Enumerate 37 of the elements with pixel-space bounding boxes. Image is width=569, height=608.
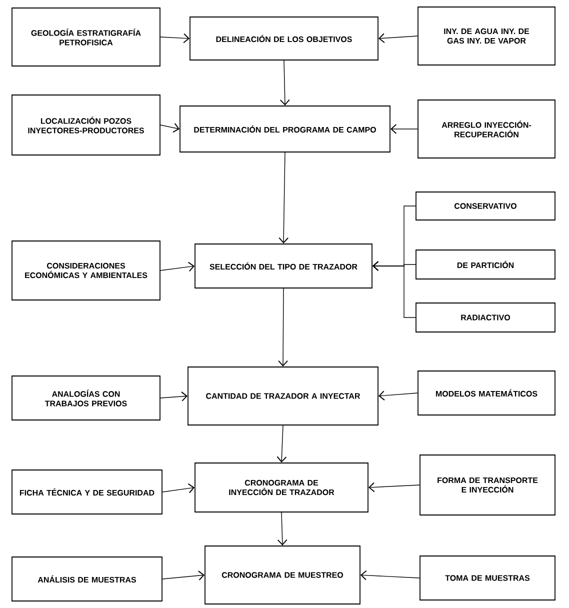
arrow bbox=[162, 570, 205, 581]
process-box: INY. DE AGUA INY. DE GAS INY. DE VAPOR bbox=[418, 6, 556, 66]
process-box: SELECCIÓN DEL TIPO DE TRAZADOR bbox=[194, 244, 372, 288]
arrow bbox=[160, 33, 190, 44]
process-box: CONSERVATIVO bbox=[416, 192, 556, 220]
arrow bbox=[360, 570, 420, 580]
arrow bbox=[280, 60, 290, 106]
process-box: RADIACTIVO bbox=[416, 302, 556, 332]
arrow bbox=[276, 425, 287, 463]
process-box: DETERMINACIÓN DEL PROGRAMA DE CAMPO bbox=[180, 106, 390, 152]
arrow bbox=[372, 261, 416, 318]
process-box: CRONOGRAMA DE MUESTREO bbox=[204, 546, 360, 604]
process-box: DELINEACIÓN DE LOS OBJETIVOS bbox=[190, 16, 378, 60]
arrow bbox=[160, 262, 195, 272]
arrow bbox=[278, 288, 288, 367]
arrow bbox=[160, 122, 180, 133]
process-box: CRONOGRAMA DE INYECCIÓN DE TRAZADOR bbox=[194, 462, 368, 512]
arrow bbox=[378, 33, 418, 44]
process-box: GEOLOGÍA ESTRATIGRAFÍA PETROFISICA bbox=[12, 8, 160, 66]
arrow bbox=[368, 482, 420, 492]
process-box: FORMA DE TRANSPORTE E INYECCIÓN bbox=[420, 454, 556, 516]
process-box: ANALOGÍAS CON TRABAJOS PREVIOS bbox=[12, 376, 160, 420]
arrow bbox=[278, 152, 289, 244]
process-box: TOMA DE MUESTRAS bbox=[420, 556, 556, 600]
arrow bbox=[378, 390, 418, 401]
process-box: MODELOS MATEMÁTICOS bbox=[418, 370, 556, 416]
process-box: ARREGLO INYECCIÓN-RECUPERACIÓN bbox=[418, 100, 556, 158]
process-box: DE PARTICIÓN bbox=[416, 250, 556, 280]
process-box: ANÁLISIS DE MUESTRAS bbox=[12, 556, 162, 602]
process-box: LOCALIZACIÓN POZOS INYECTORES-PRODUCTORES bbox=[12, 94, 160, 156]
arrow bbox=[277, 512, 288, 546]
arrow bbox=[160, 391, 188, 402]
arrow bbox=[390, 124, 418, 134]
arrow bbox=[162, 483, 195, 494]
process-box: FICHA TÉCNICA Y DE SEGURIDAD bbox=[12, 470, 162, 514]
process-box: CONSIDERACIONES ECONÓMICAS Y AMBIENTALES bbox=[12, 240, 160, 300]
process-box: CANTIDAD DE TRAZADOR A INYECTAR bbox=[188, 366, 378, 426]
